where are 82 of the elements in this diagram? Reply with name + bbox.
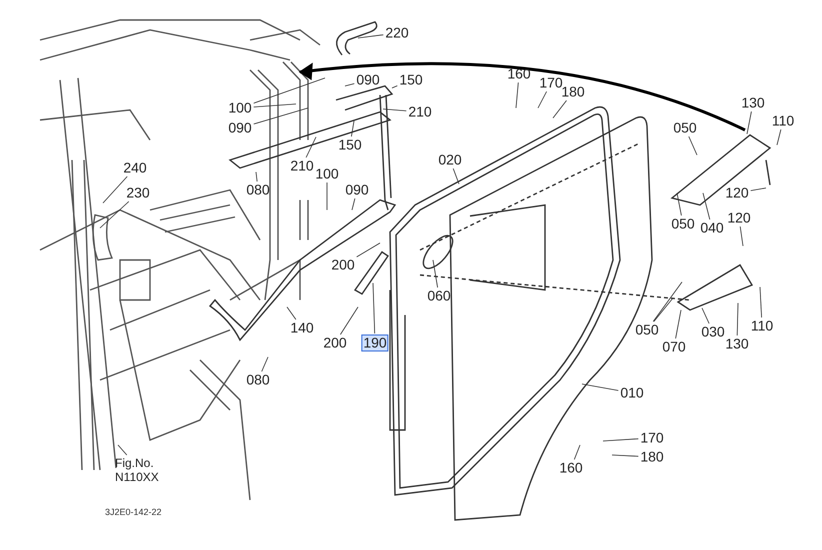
- callout-number: 210: [407, 104, 433, 120]
- callout-number: 090: [344, 182, 370, 198]
- leader-line: [261, 356, 268, 372]
- leader-line: [253, 78, 326, 104]
- leader-line: [253, 104, 296, 108]
- callout-number: 160: [558, 460, 584, 476]
- callout-number: 040: [699, 220, 725, 236]
- leader-line: [702, 192, 710, 220]
- leader-line: [654, 298, 674, 322]
- leader-line: [306, 136, 316, 158]
- callout-number: 170: [639, 430, 665, 446]
- leader-line: [676, 192, 682, 216]
- leader-line: [392, 85, 398, 88]
- leader-line: [602, 438, 639, 442]
- callout-number: 120: [726, 210, 752, 226]
- leader-line: [750, 188, 766, 191]
- callout-number: 130: [740, 96, 766, 110]
- callout-number: 050: [634, 322, 660, 338]
- leader-line: [516, 82, 519, 108]
- callout-number: 100: [227, 100, 253, 116]
- drawing-number: 3J2E0-142-22: [105, 507, 162, 517]
- callout-number: 120: [724, 186, 750, 200]
- callout-number: 080: [245, 182, 271, 198]
- callout-number: 090: [227, 120, 253, 136]
- callout-number: 030: [700, 324, 726, 340]
- leader-line: [358, 34, 384, 38]
- leader-line: [574, 444, 580, 460]
- callout-number: 020: [437, 152, 463, 168]
- leader-line: [652, 282, 682, 322]
- leader-line: [256, 172, 258, 182]
- leader-line: [538, 91, 547, 108]
- callout-number: 160: [506, 66, 532, 82]
- leader-line: [352, 198, 356, 210]
- callout-number: 230: [125, 186, 151, 200]
- leader-line: [118, 444, 128, 456]
- callout-number: 240: [122, 160, 148, 176]
- leader-line: [351, 120, 354, 137]
- callout-number: 070: [661, 340, 687, 354]
- leader-line: [746, 111, 752, 134]
- leader-line: [760, 286, 762, 318]
- callout-number: 090: [355, 72, 381, 88]
- callout-number: 110: [750, 318, 774, 334]
- callout-number: 180: [639, 450, 665, 464]
- leader-line: [344, 83, 355, 86]
- leader-line: [372, 282, 376, 334]
- callout-number: 190: [361, 334, 389, 352]
- callout-number: 110: [770, 114, 796, 128]
- callout-number: 200: [322, 336, 348, 350]
- callout-number: 050: [672, 120, 698, 136]
- leader-line: [612, 454, 639, 457]
- leader-line: [736, 302, 738, 336]
- callout-number: Fig.No. N110XX: [114, 456, 166, 484]
- callout-number: 060: [426, 288, 452, 304]
- leader-line: [688, 136, 698, 156]
- leader-line: [740, 226, 744, 246]
- callout-number: 010: [619, 386, 645, 400]
- callout-number: 150: [337, 138, 363, 152]
- callout-number: 050: [670, 216, 696, 232]
- leader-line: [702, 308, 710, 324]
- leader-line: [253, 108, 308, 124]
- callout-number: 140: [289, 320, 315, 336]
- leader-line: [286, 306, 296, 320]
- leader-line: [675, 310, 682, 339]
- leader-line: [100, 201, 130, 228]
- callout-number: 210: [289, 158, 315, 174]
- callout-number: 130: [724, 336, 750, 352]
- callout-number: 220: [384, 26, 410, 40]
- callout-number: 170: [538, 76, 564, 90]
- leader-line: [326, 182, 328, 210]
- leader-line: [340, 306, 358, 335]
- leader-line: [452, 168, 460, 184]
- leader-line: [552, 100, 567, 118]
- callout-number: 150: [398, 72, 424, 88]
- leader-line: [582, 384, 619, 391]
- callout-number: 100: [314, 166, 340, 182]
- leader-line: [356, 242, 380, 258]
- callout-number: 080: [245, 372, 271, 388]
- leader-line: [102, 176, 128, 204]
- leader-line: [776, 129, 782, 146]
- callout-number: 200: [330, 258, 356, 272]
- leader-line: [432, 260, 438, 288]
- leader-line: [382, 108, 407, 112]
